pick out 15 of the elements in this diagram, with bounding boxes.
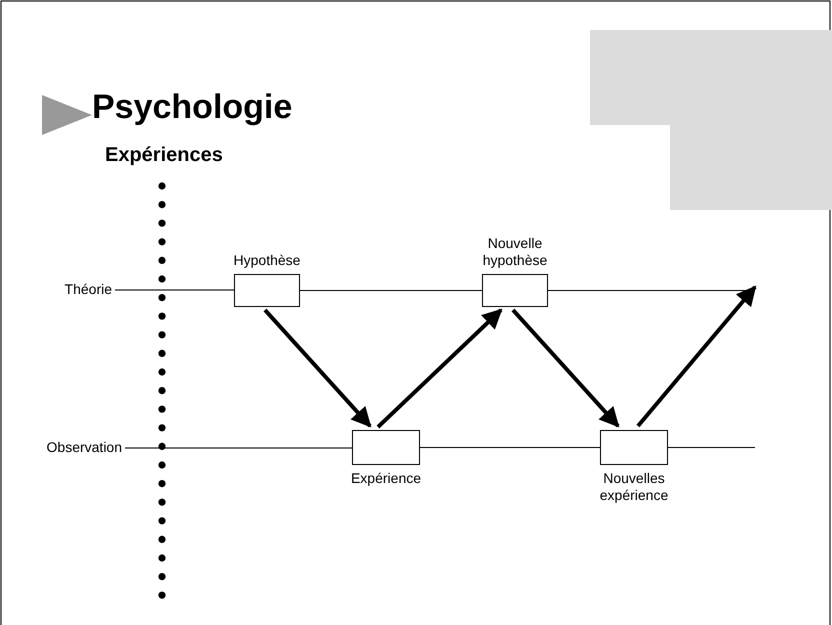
arrow (512, 308, 620, 428)
box-label: Expérience (350, 470, 422, 487)
box-label: Hypothèse (232, 252, 302, 269)
box-label: Nouvelles expérience (598, 470, 670, 504)
row-label: Théorie (40, 281, 112, 298)
connector-line (420, 447, 600, 448)
arrow (264, 308, 372, 428)
connector-line (668, 447, 756, 448)
connector-line (300, 290, 482, 291)
row-label: Observation (32, 439, 122, 456)
slide-title: Psychologie (92, 88, 292, 127)
arrow (636, 285, 757, 428)
arrow (376, 308, 502, 428)
box-label: Nouvelle hypothèse (482, 235, 548, 269)
slide-subtitle: Expériences (105, 144, 223, 167)
